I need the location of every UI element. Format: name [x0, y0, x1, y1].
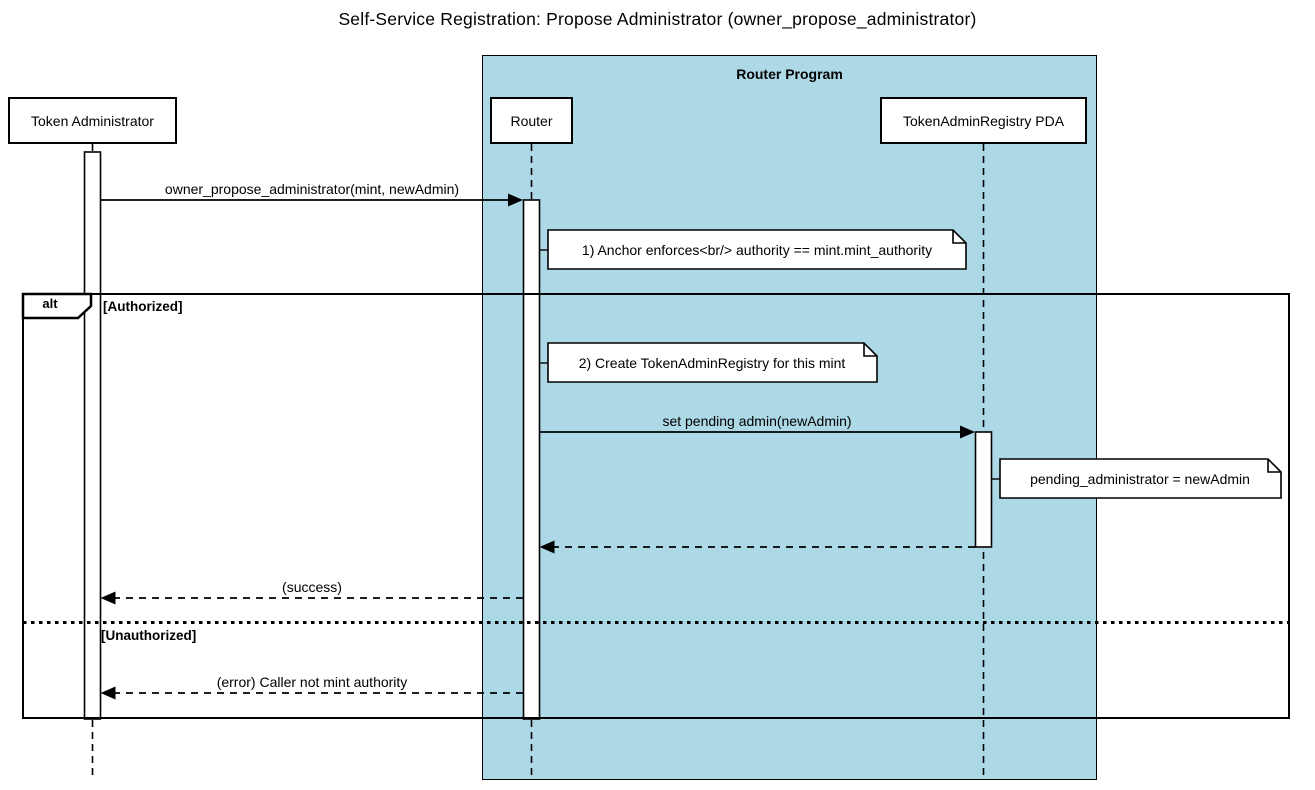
participant-token-admin-registry-pda-label: TokenAdminRegistry PDA	[902, 112, 1065, 129]
activation-router	[522, 199, 541, 720]
router-program-label: Router Program	[736, 66, 843, 82]
note-shape-create-registry	[547, 342, 878, 383]
note-fold-pending-admin	[1267, 459, 1281, 473]
note-shape-anchor-enforces	[547, 229, 967, 270]
participant-router-label: Router	[510, 112, 553, 129]
participant-token-administrator: Token Administrator	[8, 97, 177, 144]
arrow-registry-return-head	[539, 540, 555, 554]
arrow-propose-head	[508, 193, 523, 207]
message-error: (error) Caller not mint authority	[216, 674, 408, 690]
participant-token-admin-registry-pda: TokenAdminRegistry PDA	[880, 97, 1087, 144]
diagram-title: Self-Service Registration: Propose Admin…	[338, 9, 977, 29]
arrow-success-head	[100, 591, 116, 605]
message-set-pending-admin: set pending admin(newAdmin)	[662, 413, 852, 429]
arrow-error-head	[100, 686, 116, 700]
alt-branch-unauthorized-label: [Unauthorized]	[101, 628, 197, 643]
note-anchor-enforces: 1) Anchor enforces<br/> authority == min…	[581, 242, 933, 258]
note-fold-create-registry	[863, 343, 877, 357]
arrow-set-pending-head	[960, 425, 975, 439]
alt-operator-label: alt	[42, 296, 58, 311]
participant-token-administrator-label: Token Administrator	[31, 112, 154, 129]
message-propose-administrator: owner_propose_administrator(mint, newAdm…	[164, 181, 460, 197]
router-program-container: Router Program	[482, 55, 1097, 780]
participant-router: Router	[490, 97, 573, 144]
message-success: (success)	[282, 579, 342, 595]
activation-registry-pda	[974, 431, 993, 548]
note-pending-admin: pending_administrator = newAdmin	[1030, 471, 1250, 487]
note-create-registry: 2) Create TokenAdminRegistry for this mi…	[578, 355, 846, 371]
note-shape-pending-admin	[999, 458, 1282, 499]
alt-frame	[22, 293, 1290, 719]
alt-branch-authorized-label: [Authorized]	[103, 299, 183, 314]
note-fold-anchor-enforces	[952, 230, 966, 244]
